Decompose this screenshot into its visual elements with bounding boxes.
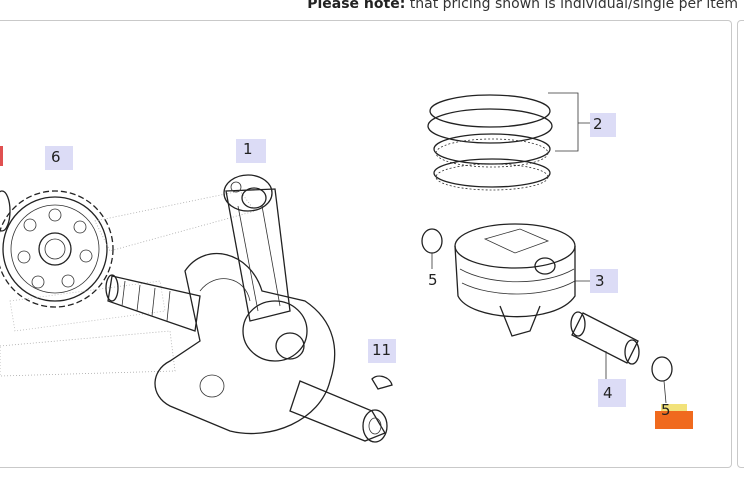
- callout-highlight-6: [45, 146, 73, 170]
- callout-highlight-3: [590, 269, 618, 293]
- selected-callout-marker[interactable]: [655, 411, 693, 429]
- callout-highlight-2: [590, 113, 616, 137]
- shaft-dotted-outline: [0, 190, 256, 377]
- callout-highlight-1: [236, 139, 266, 163]
- gear-part-6[interactable]: [0, 190, 114, 308]
- callout-3[interactable]: 3: [595, 272, 605, 290]
- callout-11[interactable]: 11: [372, 341, 391, 359]
- pin-clip-part-5-right[interactable]: [651, 356, 673, 404]
- selected-callout-marker-top: [661, 404, 687, 414]
- exploded-view-svg: 1 2 3 4 5 5 6 11: [0, 92, 693, 443]
- parts-diagram: 1 2 3 4 5 5 6 11: [0, 20, 732, 468]
- callout-4[interactable]: 4: [603, 384, 613, 402]
- callout-highlight-4: [598, 379, 626, 407]
- callout-5-left[interactable]: 5: [428, 271, 438, 289]
- pricing-notice: Please note: that pricing shown is indiv…: [307, 0, 738, 12]
- pricing-notice-text: that pricing shown is individual/single …: [409, 0, 738, 12]
- woodruff-key-part-11[interactable]: [371, 375, 393, 390]
- pin-clip-part-5-left[interactable]: [421, 228, 443, 269]
- crankshaft-part-1[interactable]: [105, 174, 388, 443]
- callout-1[interactable]: 1: [243, 140, 253, 158]
- callout-5-right[interactable]: 5: [661, 401, 671, 419]
- callout-highlight-11: [368, 339, 396, 363]
- callout-6[interactable]: 6: [51, 148, 61, 166]
- pricing-notice-label: Please note:: [307, 0, 406, 12]
- piston-part-3[interactable]: [454, 223, 592, 337]
- edge-marker: [0, 146, 3, 166]
- side-panel-edge: [737, 20, 744, 468]
- piston-rings-part-2[interactable]: [427, 92, 592, 191]
- piston-pin-part-4[interactable]: [570, 311, 640, 383]
- callout-2[interactable]: 2: [593, 115, 603, 133]
